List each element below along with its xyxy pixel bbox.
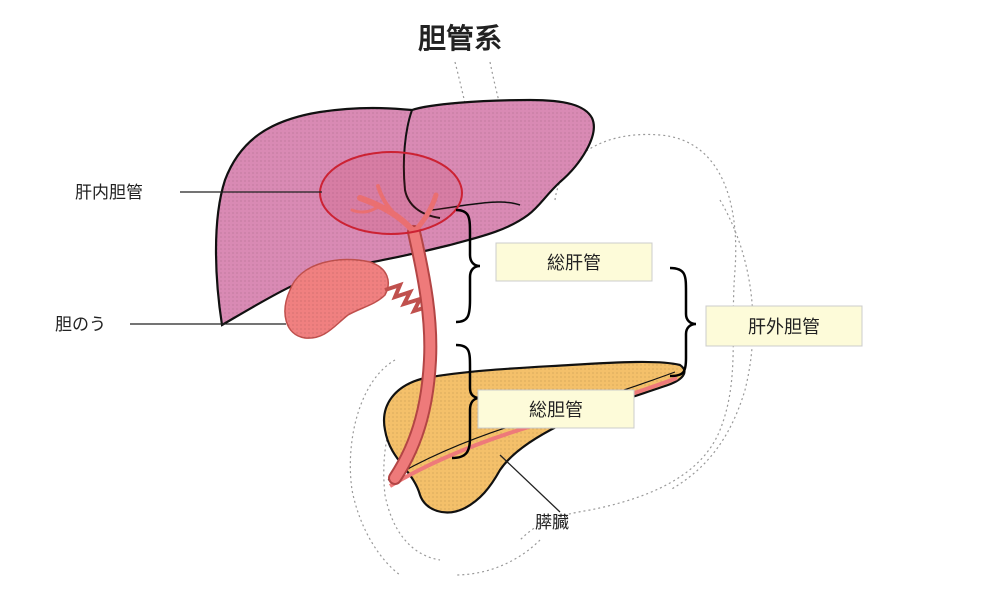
page-title: 胆管系 [418,22,502,55]
intrahepatic-highlight [319,151,463,235]
label-gallbladder: 胆のう [55,315,286,335]
bile-duct [350,184,439,485]
box-common-bile-text: 総胆管 [529,400,583,421]
gallbladder [284,258,434,339]
label-intrahepatic-duct: 肝内胆管 [75,183,322,203]
box-extrahepatic-text: 肝外胆管 [748,317,820,338]
label-intrahepatic-text: 肝内胆管 [75,183,143,203]
label-pancreas-text: 膵臓 [535,513,569,533]
label-pancreas: 膵臓 [499,454,569,533]
brace-extrahepatic [669,266,697,378]
box-common-hepatic-duct: 総肝管 [495,242,653,282]
box-common-bile-duct: 総胆管 [477,389,635,429]
brace-common-hepatic [455,208,481,324]
box-common-hepatic-text: 総肝管 [547,253,601,274]
label-gallbladder-text: 胆のう [55,315,106,335]
box-extrahepatic-duct: 肝外胆管 [705,305,863,347]
